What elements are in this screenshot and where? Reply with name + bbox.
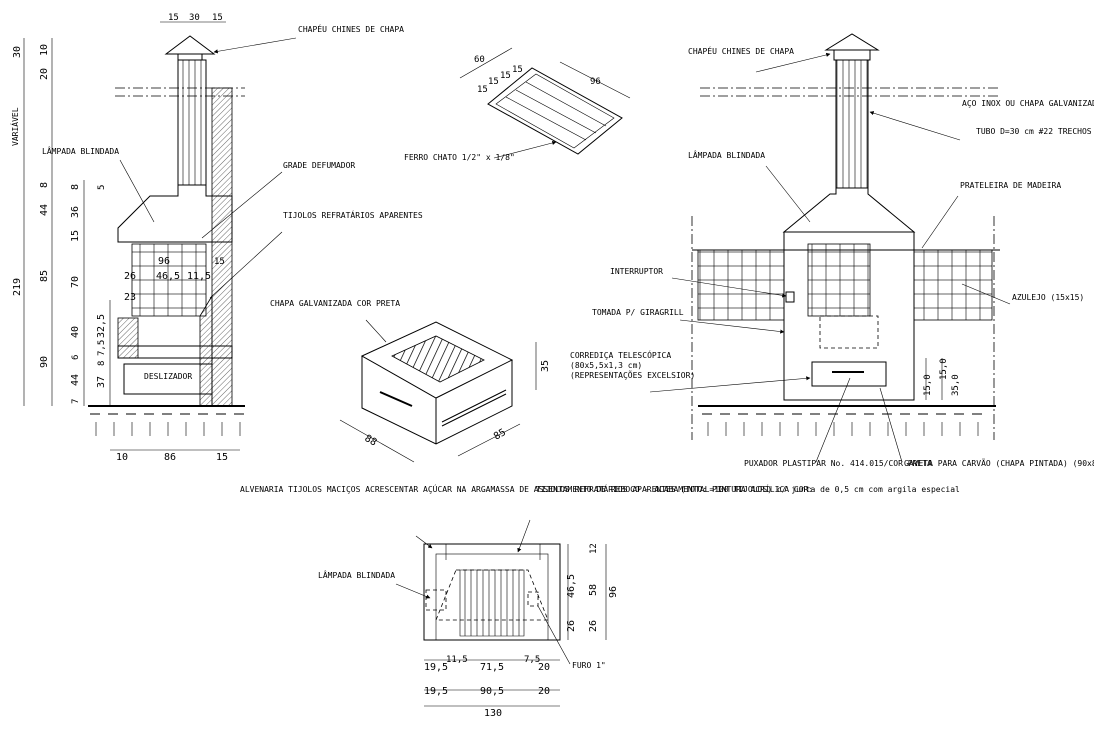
side-dim-col2-3: 70 <box>70 276 81 288</box>
plan-dim-row1-4: 20 <box>538 662 550 673</box>
plan-alvenaria-label: ALVENARIA TIJOLOS MACIÇOS ACRESCENTAR AÇ… <box>240 483 813 494</box>
side-dim-col1-5: 90 <box>39 356 50 368</box>
plan-dim-row1-3: 7,5 <box>524 655 540 665</box>
plan-dim-row2-1: 90,5 <box>480 686 504 697</box>
grate-dim-4: 15 <box>512 65 523 75</box>
front-tubo-label: TUBO D=30 cm #22 TRECHOS DE 1 m <box>976 127 1094 136</box>
front-tomada-label: TOMADA P/ GIRAGRILL <box>592 308 684 317</box>
front-lampada-label: LÂMPADA BLINDADA <box>688 149 765 160</box>
side-dim-col1-3: 44 <box>39 204 50 216</box>
side-dim-col3-0: 5 <box>97 185 107 190</box>
front-corredica-label: CORREDIÇA TELESCÓPICA <box>570 349 671 360</box>
plan-dim-right-5: 96 <box>608 586 619 598</box>
side-variavel-label: VARIÁVEL <box>9 107 20 146</box>
plan-view <box>423 543 607 707</box>
plan-dim-row1-2: 71,5 <box>480 662 504 673</box>
side-dim-outer-0: 30 <box>12 46 23 58</box>
side-chapeu-label: CHAPÉU CHINES DE CHAPA <box>298 23 404 34</box>
front-interruptor-label: INTERRUPTOR <box>610 267 663 276</box>
plan-dim-right-1: 46,5 <box>566 574 577 598</box>
side-dim-top-1: 30 <box>189 13 200 23</box>
side-section <box>23 21 245 451</box>
grate-dim-1: 15 <box>477 85 488 95</box>
side-dim-inner-1: 26 <box>124 271 136 282</box>
side-dim-col3-2: 7,5 <box>97 340 107 356</box>
side-dim-col3-3: 8 <box>97 361 107 366</box>
side-tijolos-label: TIJOLOS REFRATÁRIOS APARENTES <box>283 209 423 220</box>
front-gaveta-label: GAVETA PARA CARVÃO (CHAPA PINTADA) (90x8… <box>904 458 1094 468</box>
side-dim-col2-7: 7 <box>71 399 81 404</box>
front-dim-1: 15,0 <box>939 358 949 380</box>
grate-dim-5: 96 <box>590 77 601 87</box>
plan-lampada-label: LÂMPADA BLINDADA <box>318 569 395 580</box>
side-lampada-label: LÂMPADA BLINDADA <box>42 145 119 156</box>
drawer-dim-1: 85 <box>492 427 508 443</box>
plan-dim-row2-2: 20 <box>538 686 550 697</box>
front-dim-0: 15,0 <box>923 374 933 396</box>
side-dim-col1-1: 20 <box>39 68 50 80</box>
side-dim-col2-6: 44 <box>70 374 81 386</box>
side-dim-col2-5: 6 <box>71 355 81 360</box>
side-dim-col3-1: 32,5 <box>96 314 107 338</box>
side-dim-top-0: 15 <box>168 13 179 23</box>
front-dim-2: 35,0 <box>951 374 961 396</box>
plan-dim-row2-0: 19,5 <box>424 686 448 697</box>
side-dim-col2-1: 36 <box>70 206 81 218</box>
front-prateleira-label: PRATELEIRA DE MADEIRA <box>960 181 1061 190</box>
front-azulejo-label: AZULEJO (15x15) <box>1012 293 1084 302</box>
side-dim-col3-4: 37 <box>96 376 107 388</box>
front-chapeu-label: CHAPÉU CHINES DE CHAPA <box>688 45 794 56</box>
grate-dim-0: 60 <box>474 55 485 65</box>
side-dim-col1-4: 85 <box>39 270 50 282</box>
side-dim-col2-2: 15 <box>70 230 81 242</box>
plan-dim-right-0: 12 <box>589 543 599 554</box>
drawer-dim-0: 88 <box>363 433 379 449</box>
front-corredica-spec: (80x5,5x1,3 cm) <box>570 361 642 370</box>
side-dim-inner-4: 15 <box>214 257 225 267</box>
side-dim-outer-1: 219 <box>12 278 23 296</box>
drawer-dim-2: 35 <box>540 360 551 372</box>
side-dim-inner-2: 46,5 <box>156 271 180 282</box>
plan-dim-total: 130 <box>484 708 502 719</box>
plan-dim-right-2: 58 <box>588 584 599 596</box>
front-puxador-label: PUXADOR PLASTIPAR No. 414.015/COR PRETA <box>744 459 932 468</box>
side-deslizador-label: DESLIZADOR <box>144 372 192 381</box>
plan-dim-right-4: 26 <box>588 620 599 632</box>
plan-furo-label: FURO 1" <box>572 661 606 670</box>
side-dim-col2-4: 40 <box>70 326 81 338</box>
plan-dim-right-3: 26 <box>566 620 577 632</box>
plan-tijolos-label: TIJOLOS REFRATÁRIOS APARENTES (TOTAL=100… <box>536 483 960 494</box>
side-dim-bottom-0: 10 <box>116 452 128 463</box>
side-dim-top-2: 15 <box>212 13 223 23</box>
side-dim-bottom-1: 86 <box>164 452 176 463</box>
grate-dim-3: 15 <box>500 71 511 81</box>
grate-detail <box>459 47 631 155</box>
side-dim-inner-0: 96 <box>158 256 170 267</box>
side-dim-col2-0: 8 <box>70 184 81 190</box>
grate-label: FERRO CHATO 1/2" x 1/8" <box>404 153 515 162</box>
grate-dim-2: 15 <box>488 77 499 87</box>
front-corredica-rep: (REPRESENTAÇÕES EXCELSIOR) <box>570 369 695 380</box>
side-dim-inner-3: 11,5 <box>187 271 211 282</box>
side-dim-inner-5: 23 <box>124 292 136 303</box>
side-dim-col1-0: 10 <box>39 44 50 56</box>
side-dim-bottom-2: 15 <box>216 452 228 463</box>
plan-dim-row1-0: 19,5 <box>424 662 448 673</box>
front-aco-label: AÇO INOX OU CHAPA GALVANIZADA PINTADA CO… <box>962 99 1094 108</box>
drawer-detail <box>339 321 537 463</box>
side-grade-label: GRADE DEFUMADOR <box>283 161 355 170</box>
plan-dim-row1-1: 11,5 <box>446 655 468 665</box>
drawer-label: CHAPA GALVANIZADA COR PRETA <box>270 299 400 308</box>
front-elevation <box>691 33 1000 440</box>
side-dim-col1-2: 8 <box>39 182 50 188</box>
